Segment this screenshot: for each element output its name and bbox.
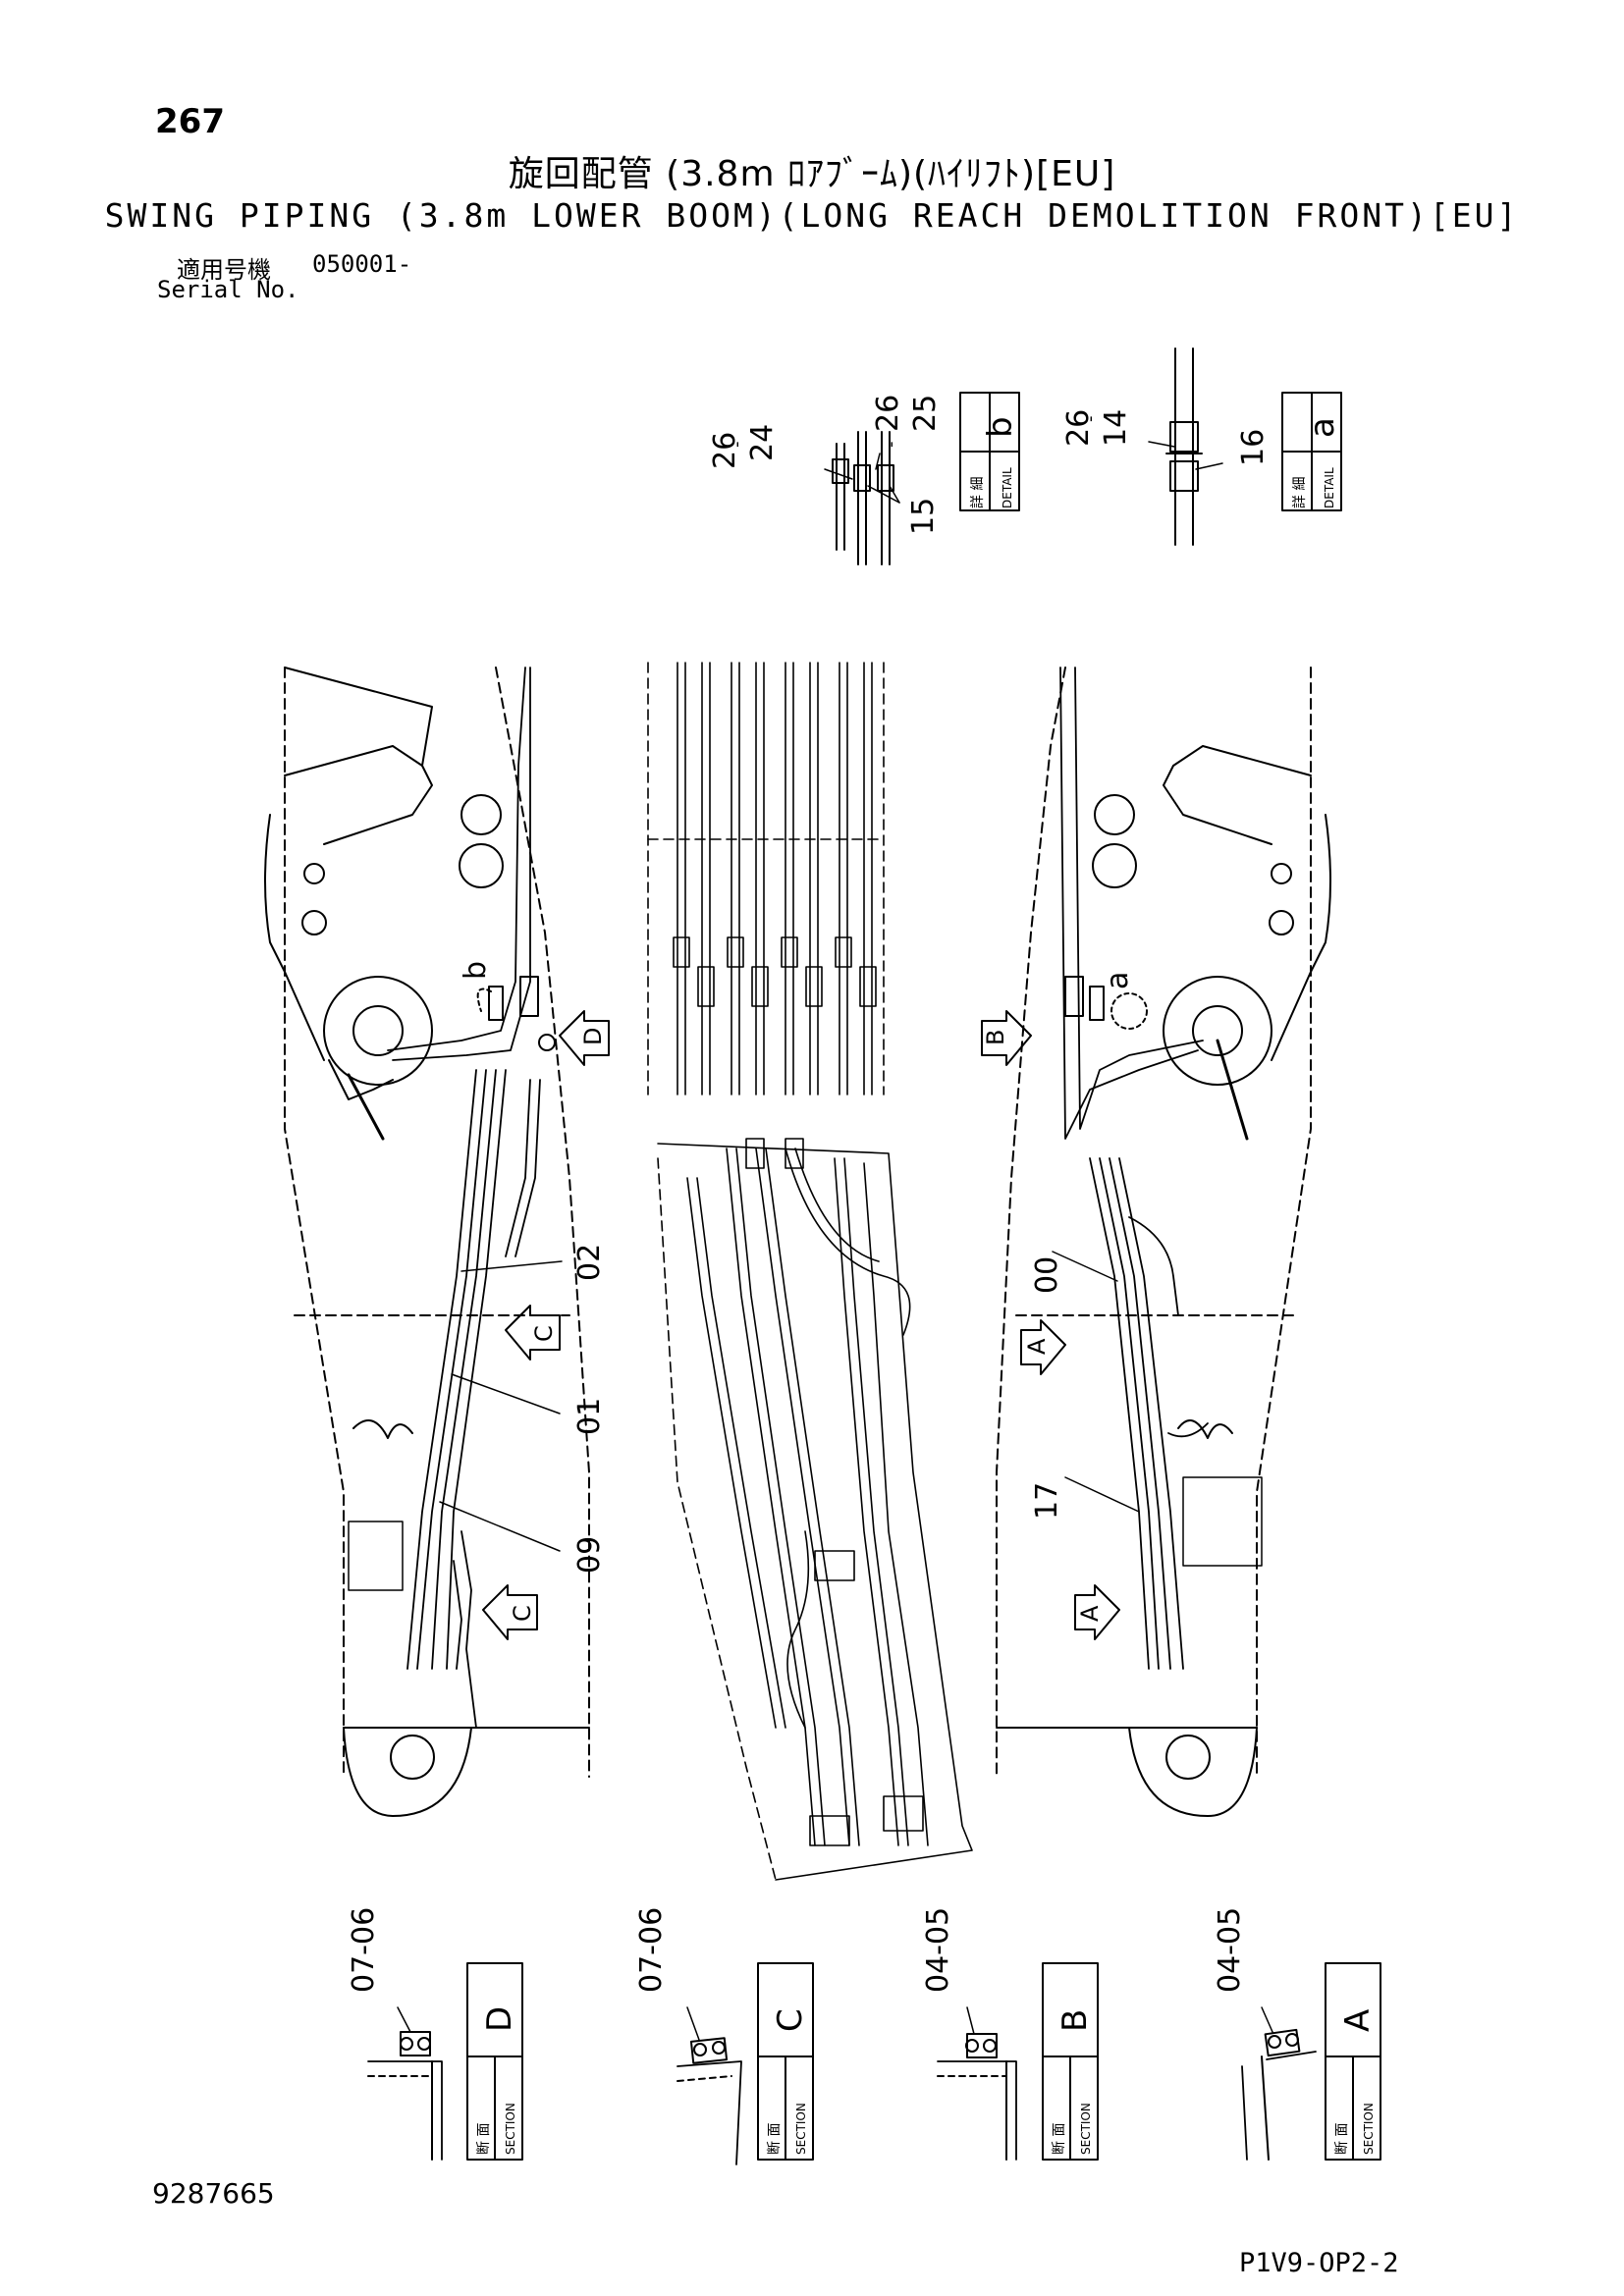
- section-a-callout: 04-05: [1213, 1907, 1247, 1993]
- page-number: 267: [155, 102, 225, 141]
- section-arrow-b: B: [981, 1010, 1032, 1066]
- section-c: 07-06 C 断 面 SECTION: [634, 1907, 814, 2165]
- section-arrow-d: D: [559, 1010, 610, 1066]
- right-marker-a: a: [1101, 972, 1135, 989]
- center-top-view: [647, 662, 885, 1095]
- detail-b-label-jp: 詳 細: [970, 477, 986, 508]
- svg-text:A: A: [1076, 1605, 1104, 1622]
- left-boom-view: b D C C 02 01 09: [264, 667, 610, 1817]
- section-b-label-jp: 断 面: [1052, 2123, 1067, 2155]
- callout-a-14: 14: [1099, 409, 1133, 447]
- page-title-jp: 旋回配管 (3.8m ﾛｱﾌﾞｰﾑ)(ﾊｲﾘﾌﾄ)[EU]: [508, 154, 1116, 194]
- callout-00: 00: [1030, 1256, 1064, 1294]
- section-a-label-jp: 断 面: [1334, 2123, 1350, 2155]
- section-d-label-en: SECTION: [504, 2103, 517, 2155]
- center-bottom-view: [657, 1138, 973, 1881]
- callout-01: 01: [572, 1398, 607, 1435]
- section-arrow-c1: C: [505, 1305, 561, 1361]
- section-b: 04-05 B 断 面 SECTION: [921, 1907, 1099, 2161]
- callout-b-25: 25: [908, 395, 943, 432]
- section-arrow-c2: C: [482, 1584, 538, 1640]
- section-b-label-en: SECTION: [1079, 2103, 1093, 2155]
- left-marker-b: b: [459, 961, 493, 980]
- svg-text:C: C: [530, 1325, 558, 1342]
- detail-b-drawing: 26 24 26 25 15 - - b 詳 細 DETAIL: [708, 392, 1020, 565]
- detail-a-letter: a: [1303, 417, 1342, 438]
- detail-b-letter: b: [981, 416, 1020, 438]
- section-c-label-jp: 断 面: [767, 2123, 783, 2155]
- section-arrow-a2: A: [1074, 1584, 1120, 1640]
- serial-value: 050001-: [312, 250, 412, 278]
- section-d-callout: 07-06: [347, 1907, 381, 1993]
- svg-text:C: C: [509, 1605, 536, 1622]
- section-d-label-jp: 断 面: [476, 2123, 492, 2155]
- callout-09: 09: [572, 1536, 607, 1574]
- svg-text:A: A: [1023, 1338, 1051, 1355]
- document-number: 9287665: [152, 2177, 275, 2210]
- section-a: 04-05 A 断 面 SECTION: [1213, 1907, 1381, 2161]
- section-c-label-en: SECTION: [794, 2103, 808, 2155]
- svg-text:D: D: [579, 1028, 607, 1045]
- svg-text:-: -: [881, 442, 901, 449]
- serial-label-jp: 適用号機: [177, 256, 271, 284]
- callout-17: 17: [1030, 1482, 1064, 1520]
- detail-a-label-en: DETAIL: [1323, 467, 1336, 508]
- page-code: P1V9-OP2-2: [1239, 2248, 1399, 2278]
- section-d: 07-06 D 断 面 SECTION: [347, 1907, 523, 2161]
- callout-b-26b: 26: [871, 395, 905, 432]
- right-boom-view: a B A A 00 17: [981, 667, 1331, 1817]
- detail-a-label-jp: 詳 細: [1292, 477, 1308, 508]
- svg-text:B: B: [982, 1030, 1009, 1045]
- detail-b-label-en: DETAIL: [1001, 467, 1014, 508]
- detail-a-drawing: 26 14 16 - a 詳 細 DETAIL: [1061, 347, 1342, 546]
- callout-02: 02: [572, 1244, 607, 1281]
- callout-a-26: 26: [1061, 409, 1096, 447]
- section-c-letter: C: [771, 2008, 810, 2032]
- callout-a-16: 16: [1236, 429, 1271, 466]
- section-arrow-a1: A: [1020, 1319, 1066, 1375]
- callout-b-15: 15: [906, 498, 941, 535]
- section-a-label-en: SECTION: [1362, 2103, 1376, 2155]
- svg-text:-: -: [727, 442, 747, 449]
- serial-label-en: Serial No.: [157, 276, 299, 303]
- section-b-callout: 04-05: [921, 1907, 955, 1993]
- callout-b-24: 24: [745, 424, 780, 461]
- section-a-letter: A: [1338, 2009, 1378, 2032]
- page-title-en: SWING PIPING (3.8m LOWER BOOM)(LONG REAC…: [104, 196, 1520, 235]
- section-c-callout: 07-06: [634, 1907, 669, 1993]
- callout-b-26a: 26: [708, 432, 742, 469]
- section-d-letter: D: [480, 2006, 519, 2032]
- svg-text:-: -: [1080, 416, 1101, 423]
- section-b-letter: B: [1056, 2009, 1095, 2032]
